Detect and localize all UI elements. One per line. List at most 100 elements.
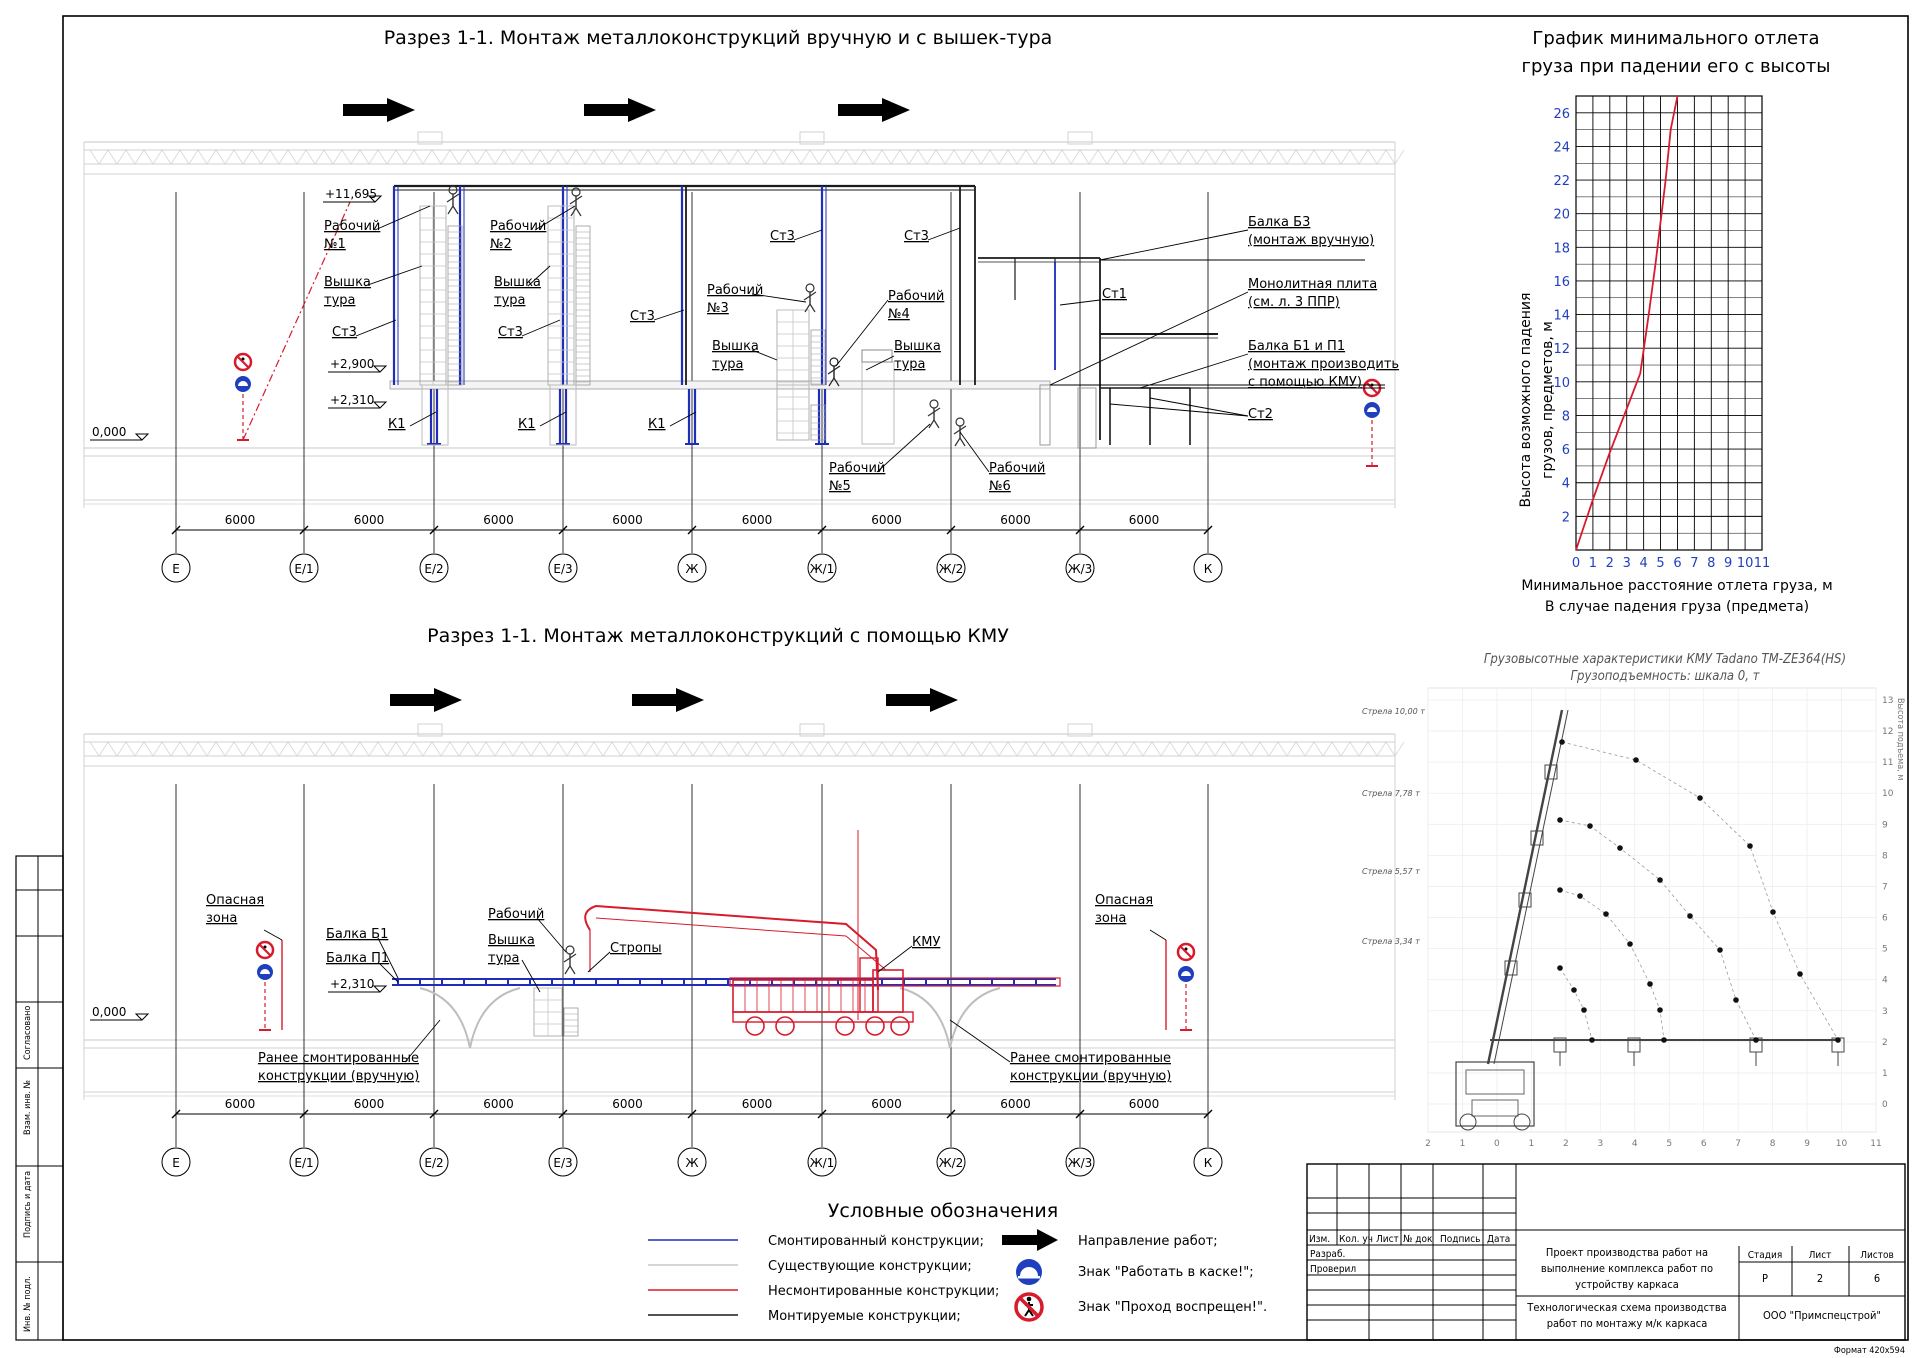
truss-web — [377, 149, 388, 165]
stamp-company: ООО "Примспецстрой" — [1763, 1309, 1881, 1322]
crane-load-point — [1627, 941, 1633, 947]
truss-web — [701, 149, 712, 165]
axis-label: Ж/3 — [1068, 1156, 1093, 1170]
truss-web — [512, 149, 523, 165]
axis-bubble — [807, 1147, 837, 1177]
crane-boom-label: Стрела 5,57 т — [1362, 867, 1420, 876]
truss-web — [386, 741, 397, 757]
truss-web — [1340, 741, 1351, 757]
tower-ladder — [810, 329, 826, 386]
truss-web — [224, 741, 235, 757]
truss-web — [404, 149, 415, 165]
axis-label: Ж — [686, 1156, 699, 1170]
worker-head — [805, 283, 815, 293]
side-stamp: Согласовано Взам. инв. № Подпись и дата … — [15, 855, 64, 1341]
truss-web — [836, 149, 847, 165]
dimension-tick — [687, 1109, 697, 1119]
truss-web — [1016, 741, 1027, 757]
crane-load-point — [1633, 757, 1639, 763]
fall-graph-title-2: груза при падении его с высоты — [1522, 56, 1831, 77]
truss-web — [161, 741, 172, 757]
crane-y-tick: 5 — [1882, 945, 1888, 955]
truss-web — [1007, 741, 1018, 757]
truss-web — [152, 149, 163, 165]
pier — [1077, 387, 1097, 449]
truss-web — [1124, 149, 1135, 165]
stamp-sheet-title-2: работ по монтажу м/к каркаса — [1547, 1317, 1708, 1330]
truss-web — [611, 149, 622, 165]
truss-web — [422, 149, 433, 165]
fall-graph-ylabel-2: грузов, предметов, м — [1540, 321, 1556, 479]
worker-arm — [959, 425, 967, 431]
dimension-value: 6000 — [742, 513, 773, 527]
truss-web — [944, 149, 955, 165]
scaffold-tower — [776, 309, 826, 386]
legend-label-existing: Существующие конструкции; — [768, 1259, 972, 1274]
truss-web — [1151, 149, 1162, 165]
leader-line — [876, 423, 931, 473]
truss-web — [827, 741, 838, 757]
truss-web — [125, 741, 136, 757]
fall-x-tick: 2 — [1606, 556, 1614, 571]
truss-web — [107, 741, 118, 757]
truss-web — [242, 741, 253, 757]
truck-wheel — [865, 1016, 885, 1036]
axis-label: Ж/2 — [939, 562, 964, 576]
truss-web — [935, 149, 946, 165]
truss-web — [233, 149, 244, 165]
truss-web — [98, 741, 109, 757]
truss-web — [1304, 149, 1315, 165]
truss-web — [1187, 149, 1198, 165]
crane-load-point — [1557, 887, 1563, 893]
truss-web — [809, 149, 820, 165]
worker-figure — [827, 357, 841, 387]
axis-label: Е/3 — [553, 562, 572, 576]
truss-web — [116, 149, 127, 165]
crane-x-tick: 10 — [1836, 1139, 1848, 1149]
truss-web — [1178, 149, 1189, 165]
truss-web — [305, 741, 316, 757]
truss-web — [1061, 741, 1072, 757]
crane-x-tick: 1 — [1529, 1139, 1535, 1149]
truss-web — [791, 149, 802, 165]
kmu-truck — [732, 957, 914, 1036]
truss-web — [836, 741, 847, 757]
truss-web — [683, 149, 694, 165]
truss-web — [548, 741, 559, 757]
tower-lower — [549, 384, 577, 446]
leader-line — [1099, 229, 1249, 261]
side-label-sign-date: Подпись и дата — [23, 1171, 33, 1238]
truss-web — [314, 149, 325, 165]
truss-web — [1232, 741, 1243, 757]
fall-y-tick: 16 — [1553, 275, 1570, 290]
stamp-header-doc: № док — [1403, 1234, 1433, 1245]
label-beam-b1: Балка Б1 — [326, 927, 388, 942]
truss-web — [1160, 741, 1171, 757]
level-11695: +11,695 — [325, 187, 377, 201]
truss-web — [1187, 741, 1198, 757]
truss-web — [260, 149, 271, 165]
crane-x-tick: 6 — [1701, 1139, 1707, 1149]
truss-web — [1142, 741, 1153, 757]
truss-web — [1295, 741, 1306, 757]
axis-label: К — [1204, 562, 1213, 576]
truss-web — [845, 741, 856, 757]
leader-line — [374, 205, 431, 231]
truss-web — [485, 741, 496, 757]
truss-web — [1079, 149, 1090, 165]
dimension-tick — [817, 1109, 827, 1119]
stamp-header-count: Кол. уч — [1339, 1234, 1373, 1245]
axis-bubble — [161, 553, 191, 583]
truss-web — [170, 741, 181, 757]
truss-web — [296, 149, 307, 165]
truck-wheel-front — [1513, 1113, 1531, 1131]
roof-vent — [1067, 723, 1093, 737]
label-slings: Стропы — [610, 941, 662, 956]
leader-line — [364, 265, 423, 287]
axis-label: Е — [172, 1156, 180, 1170]
truss-web — [1385, 741, 1396, 757]
arrow-right-icon — [838, 98, 910, 122]
crane-boom-section — [1486, 709, 1564, 1065]
arrow-right-icon — [343, 98, 415, 122]
